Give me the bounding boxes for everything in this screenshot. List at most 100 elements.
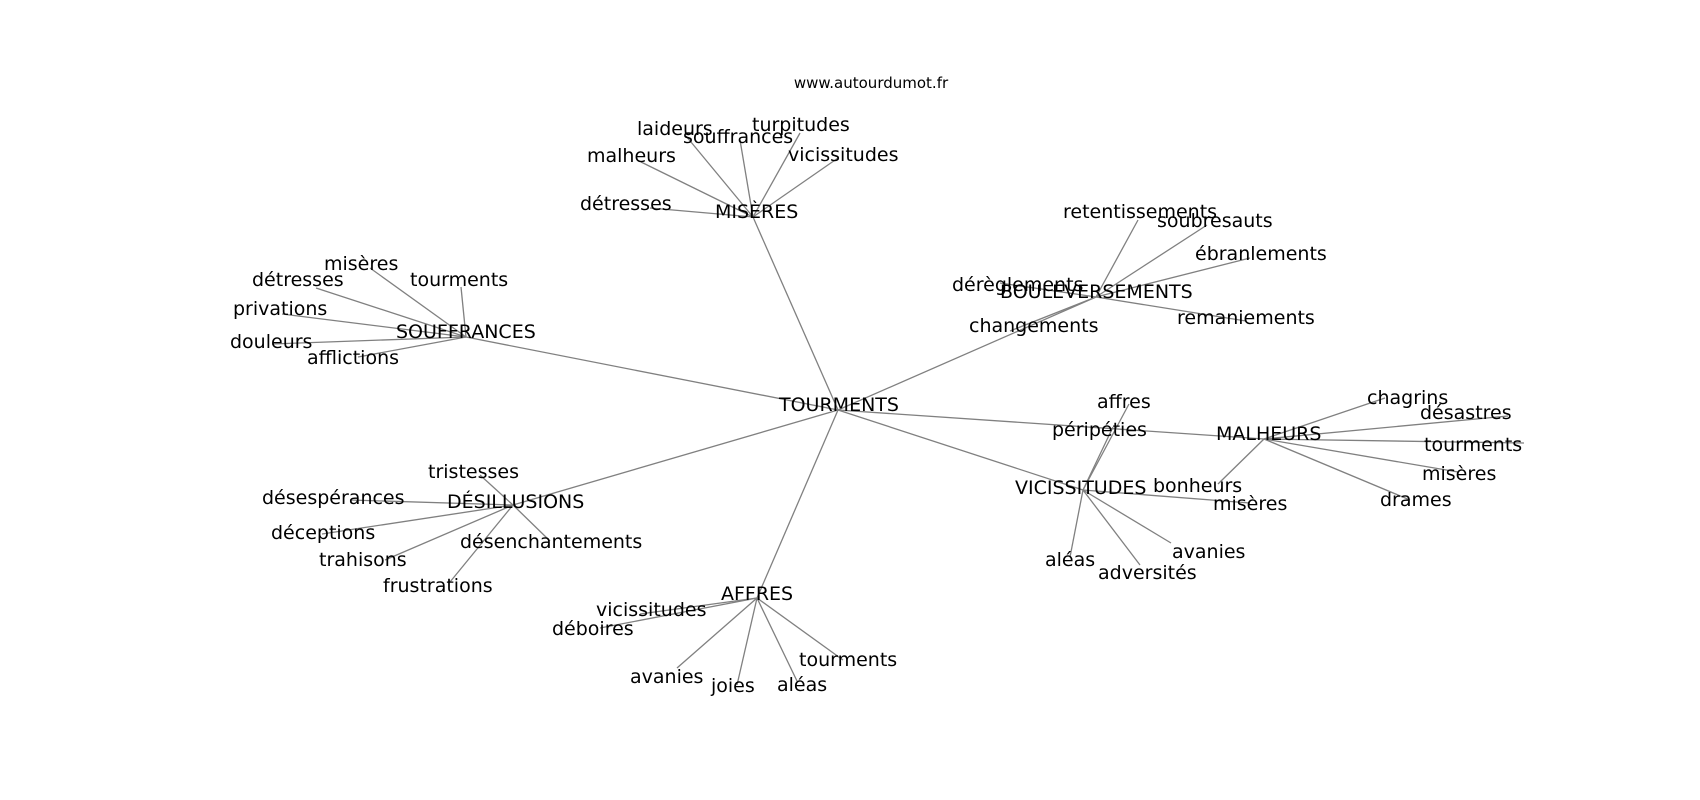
edge-bouleversements-2 bbox=[1095, 257, 1251, 298]
edge-affres-1 bbox=[599, 597, 758, 629]
edge-vicissitudes-3 bbox=[1082, 489, 1172, 544]
edge-affres-0 bbox=[639, 597, 758, 615]
edge-miseres-3 bbox=[739, 139, 754, 218]
leaf-label-bouleversements-5: remaniements bbox=[1177, 307, 1315, 329]
leaf-label-miseres-2: laideurs bbox=[637, 118, 713, 140]
edge-miseres-4 bbox=[752, 132, 801, 218]
edge-souffrances-3 bbox=[281, 313, 467, 338]
leaf-label-malheurs-5: bonheurs bbox=[1153, 475, 1242, 497]
edge-bouleversements-1 bbox=[1095, 224, 1208, 298]
leaf-label-souffrances-0: misères bbox=[324, 253, 398, 275]
edge-malheurs-2 bbox=[1263, 438, 1525, 444]
watermark-text: www.autourdumot.fr bbox=[794, 74, 949, 92]
leaf-label-affres-1: déboires bbox=[552, 618, 634, 640]
leaf-label-affres-4: aléas bbox=[777, 674, 827, 696]
leaf-label-bouleversements-2: ébranlements bbox=[1195, 243, 1327, 265]
edge-bouleversements-0 bbox=[1095, 219, 1139, 298]
leaf-label-affres-3: joies bbox=[710, 675, 755, 697]
edge-root-bouleversements bbox=[837, 296, 1097, 411]
edge-bouleversements-3 bbox=[999, 282, 1097, 298]
leaf-label-vicissitudes-0: affres bbox=[1097, 391, 1151, 413]
edge-miseres-1 bbox=[640, 161, 754, 218]
edge-malheurs-5 bbox=[1217, 438, 1265, 485]
edge-affres-4 bbox=[756, 597, 798, 682]
leaf-label-desillusions-0: tristesses bbox=[428, 461, 519, 483]
edge-root-souffrances bbox=[465, 336, 839, 411]
leaf-label-affres-2: avanies bbox=[630, 666, 703, 688]
edge-vicissitudes-0 bbox=[1082, 403, 1130, 491]
edge-miseres-0 bbox=[649, 207, 754, 218]
leaf-label-souffrances-4: douleurs bbox=[230, 331, 312, 353]
edge-malheurs-0 bbox=[1263, 397, 1386, 440]
edge-miseres-5 bbox=[752, 157, 839, 218]
leaf-label-desillusions-5: désenchantements bbox=[460, 531, 642, 553]
edge-vicissitudes-4 bbox=[1082, 489, 1141, 566]
edge-vicissitudes-1 bbox=[1082, 426, 1114, 491]
edge-desillusions-4 bbox=[449, 504, 514, 583]
edge-vicissitudes-5 bbox=[1069, 489, 1084, 558]
edge-souffrances-0 bbox=[369, 267, 467, 338]
leaf-label-miseres-1: malheurs bbox=[587, 145, 676, 167]
leaf-label-miseres-3: souffrances bbox=[683, 126, 793, 148]
leaf-label-affres-5: tourments bbox=[799, 649, 897, 671]
edge-malheurs-3 bbox=[1263, 438, 1459, 473]
edge-souffrances-5 bbox=[357, 336, 467, 358]
graph-labels: TOURMENTS MISÈRES détresses malheurs laideu… bbox=[230, 114, 1522, 697]
leaf-label-miseres-4: turpitudes bbox=[752, 114, 850, 136]
leaf-label-malheurs-3: misères bbox=[1422, 463, 1496, 485]
leaf-label-miseres-5: vicissitudes bbox=[788, 144, 898, 166]
edge-affres-3 bbox=[736, 597, 758, 686]
leaf-label-vicissitudes-4: adversités bbox=[1098, 562, 1197, 584]
leaf-label-souffrances-5: afflictions bbox=[307, 347, 399, 369]
edge-desillusions-2 bbox=[321, 504, 514, 535]
leaf-label-desillusions-2: déceptions bbox=[271, 522, 375, 544]
leaf-label-bouleversements-0: retentissements bbox=[1063, 201, 1217, 223]
hub-label-affres: AFFRES bbox=[721, 583, 793, 605]
leaf-label-desillusions-1: désespérances bbox=[262, 487, 405, 509]
hub-label-malheurs: MALHEURS bbox=[1216, 423, 1321, 445]
edge-vicissitudes-2 bbox=[1082, 489, 1251, 504]
hub-label-bouleversements: BOULEVERSEMENTS bbox=[1000, 281, 1193, 303]
edge-souffrances-1 bbox=[315, 287, 467, 338]
hub-label-miseres: MISÈRES bbox=[715, 200, 798, 223]
leaf-label-malheurs-1: désastres bbox=[1420, 402, 1512, 424]
edge-root-vicissitudes bbox=[837, 409, 1084, 491]
leaf-label-malheurs-2: tourments bbox=[1424, 434, 1522, 456]
edge-bouleversements-4 bbox=[1009, 296, 1097, 332]
edge-souffrances-4 bbox=[271, 336, 467, 345]
leaf-label-desillusions-3: trahisons bbox=[319, 549, 407, 571]
edge-malheurs-4 bbox=[1263, 438, 1411, 501]
root-node-label: TOURMENTS bbox=[778, 394, 899, 416]
edge-malheurs-1 bbox=[1263, 415, 1509, 440]
edge-affres-5 bbox=[756, 597, 844, 661]
leaf-label-desillusions-4: frustrations bbox=[383, 575, 493, 597]
leaf-label-souffrances-2: tourments bbox=[410, 269, 508, 291]
leaf-label-souffrances-1: détresses bbox=[252, 269, 344, 291]
edge-affres-2 bbox=[676, 597, 758, 669]
edge-root-desillusions bbox=[512, 409, 839, 506]
leaf-label-bouleversements-3: dérèglements bbox=[952, 274, 1083, 296]
leaf-label-vicissitudes-5: aléas bbox=[1045, 549, 1095, 571]
edge-desillusions-1 bbox=[349, 499, 514, 506]
edge-root-malheurs bbox=[837, 409, 1265, 440]
leaf-label-malheurs-0: chagrins bbox=[1367, 387, 1448, 409]
edge-root-miseres bbox=[752, 216, 839, 411]
leaf-label-souffrances-3: privations bbox=[233, 298, 327, 320]
edge-desillusions-5 bbox=[512, 504, 551, 542]
leaf-label-bouleversements-1: soubresauts bbox=[1157, 210, 1273, 232]
leaf-label-malheurs-4: drames bbox=[1380, 489, 1452, 511]
leaf-label-vicissitudes-1: péripéties bbox=[1052, 419, 1147, 441]
leaf-label-vicissitudes-2: misères bbox=[1213, 493, 1287, 515]
edge-bouleversements-5 bbox=[1095, 296, 1247, 322]
edge-desillusions-0 bbox=[479, 474, 514, 506]
edge-souffrances-2 bbox=[460, 286, 467, 338]
edge-desillusions-3 bbox=[384, 504, 514, 561]
edge-root-affres bbox=[756, 409, 839, 599]
graph-edges bbox=[271, 132, 1525, 686]
leaf-label-vicissitudes-3: avanies bbox=[1172, 541, 1245, 563]
edge-miseres-2 bbox=[685, 135, 754, 218]
hub-label-vicissitudes: VICISSITUDES bbox=[1015, 477, 1146, 499]
leaf-label-bouleversements-4: changements bbox=[969, 315, 1099, 337]
hub-label-souffrances: SOUFFRANCES bbox=[396, 321, 536, 343]
